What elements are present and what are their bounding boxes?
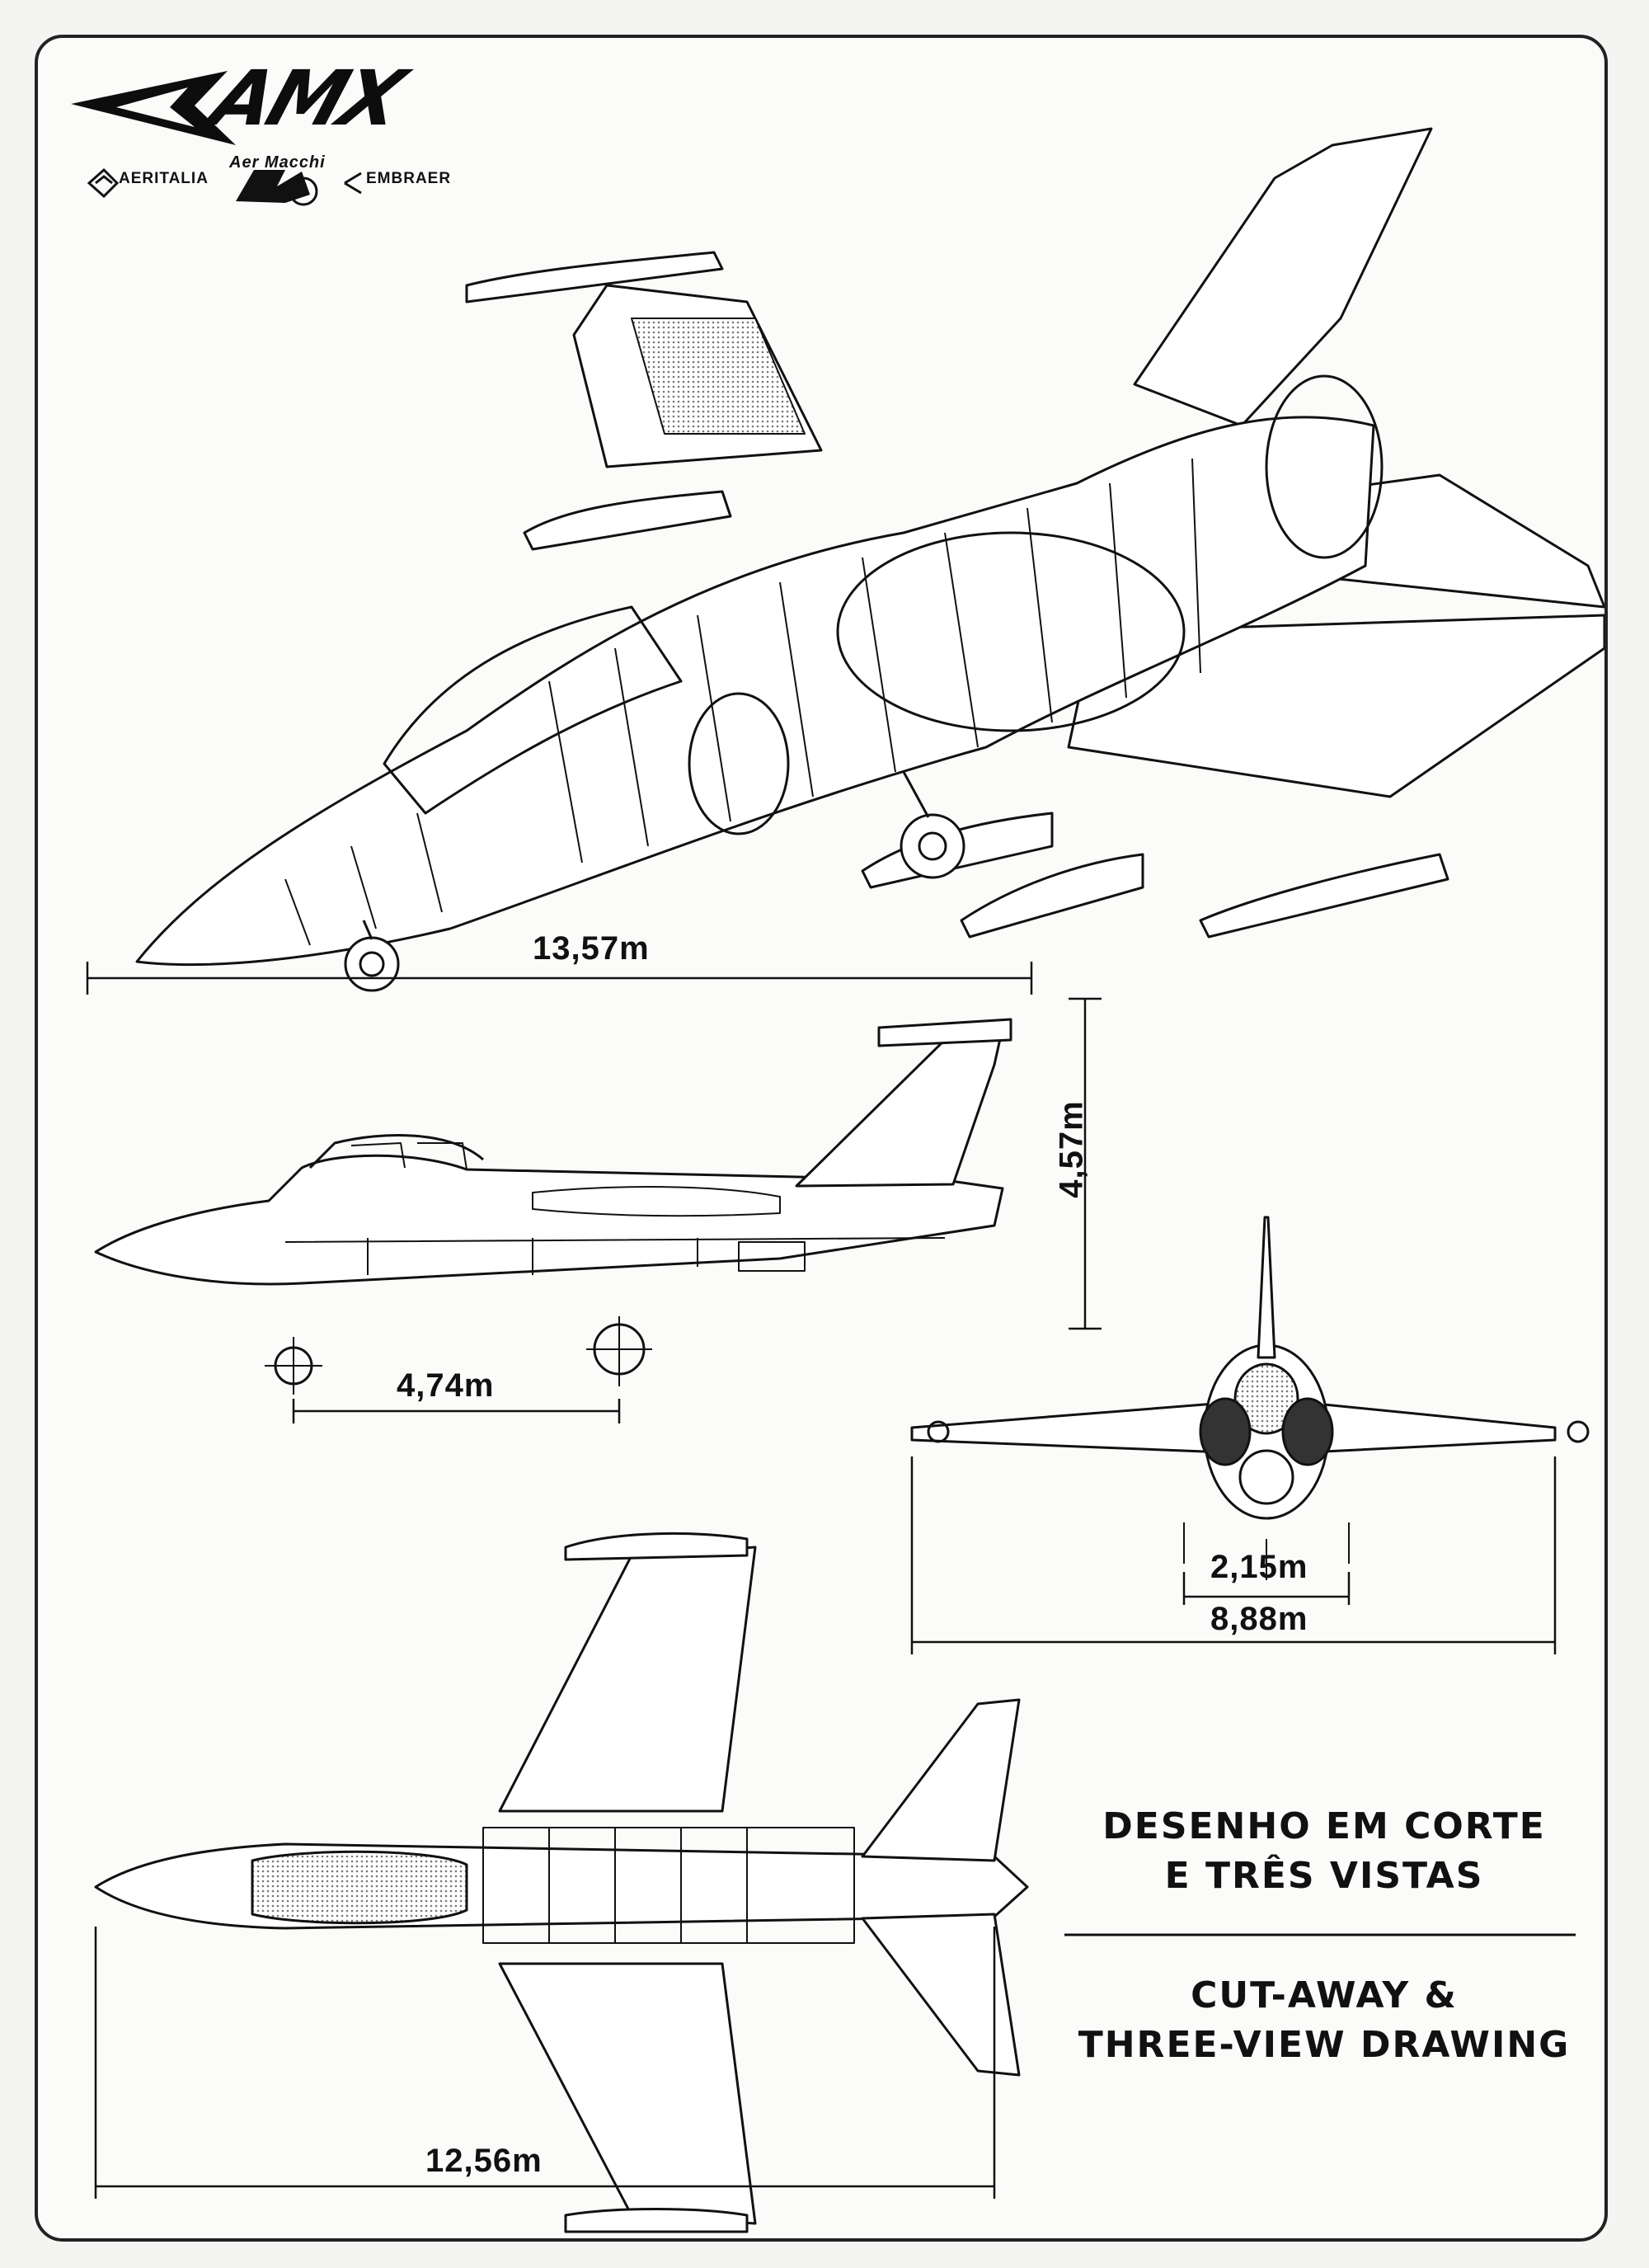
aeritalia-logo-icon [87,167,120,199]
embraer-logo-icon [344,172,362,195]
height-dimension: 4,57m [1053,1100,1090,1198]
wheelbase-dimension: 4,74m [397,1367,495,1404]
top-span-dimension: 12,56m [425,2143,543,2179]
amx-logo-icon [71,71,236,145]
aermacchi-label: Aer Macchi [229,153,326,172]
title-en-line-1: CUT-AWAY & [1191,1974,1458,2016]
aeritalia-label: AERITALIA [119,170,209,187]
cutaway-view [135,127,1604,992]
side-view [94,1018,1012,1395]
length-dimension: 13,57m [533,930,650,967]
wingspan-dimension: 8,88m [1210,1601,1308,1637]
technical-drawing [71,71,1604,2233]
top-view [94,1532,1029,2233]
aermacchi-logo-icon [236,170,318,206]
title-en-line-2: THREE-VIEW DRAWING [1078,2024,1571,2066]
amx-brand-name: AMX [200,54,413,143]
title-pt-line-2: E TRÊS VISTAS [1164,1855,1484,1897]
dimension-lines [86,962,1557,2199]
embraer-label: EMBRAER [366,170,452,187]
drawing-sheet: AMX AERITALIA Aer Macchi EMBRAER 13,57m … [35,35,1608,2242]
track-dimension: 2,15m [1210,1549,1308,1585]
front-view [910,1216,1590,1580]
title-pt-line-1: DESENHO EM CORTE [1102,1805,1546,1847]
